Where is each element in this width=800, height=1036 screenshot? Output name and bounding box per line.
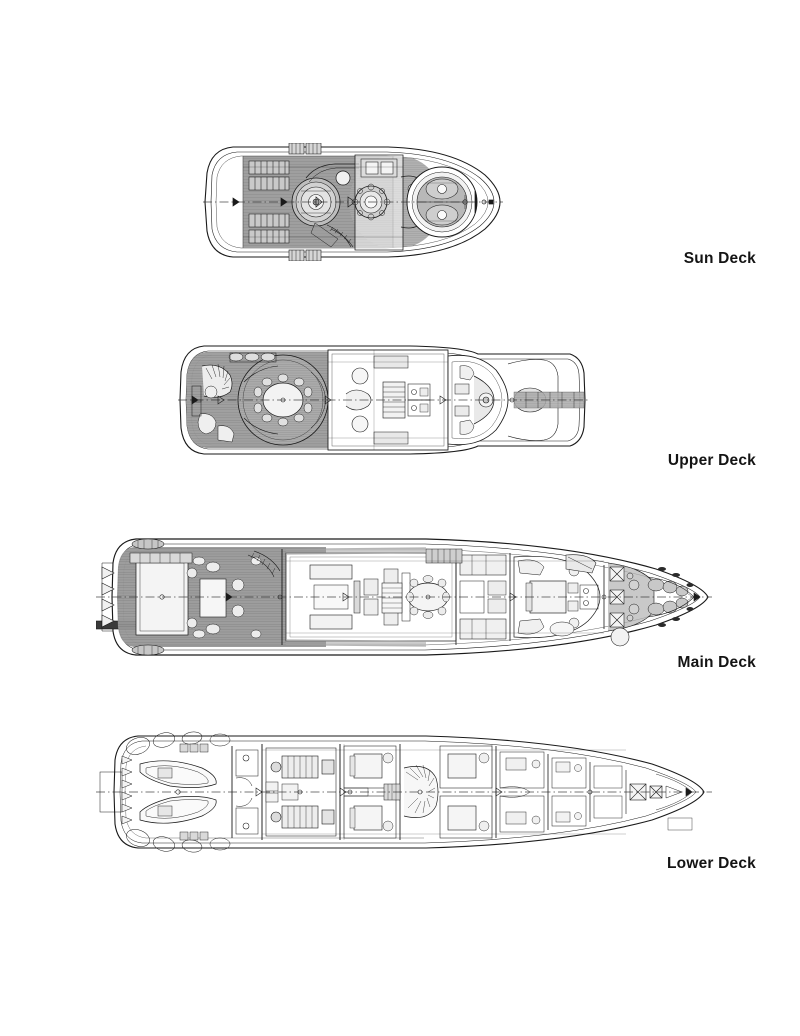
lower-deck-drawing — [96, 731, 712, 853]
sun-deck-plan — [203, 143, 503, 261]
deck-label-lower: Lower Deck — [666, 855, 756, 872]
upper-deck-drawing — [178, 345, 588, 455]
deck-label-main: Main Deck — [677, 654, 756, 671]
sun-deck-drawing — [203, 143, 503, 261]
lower-deck-plan — [96, 728, 712, 856]
deck-label-upper: Upper Deck — [667, 452, 756, 469]
deck-label-sun: Sun Deck — [683, 250, 756, 267]
upper-deck-plan — [178, 342, 588, 458]
main-deck-plan — [96, 533, 712, 661]
main-deck-drawing — [96, 538, 712, 656]
